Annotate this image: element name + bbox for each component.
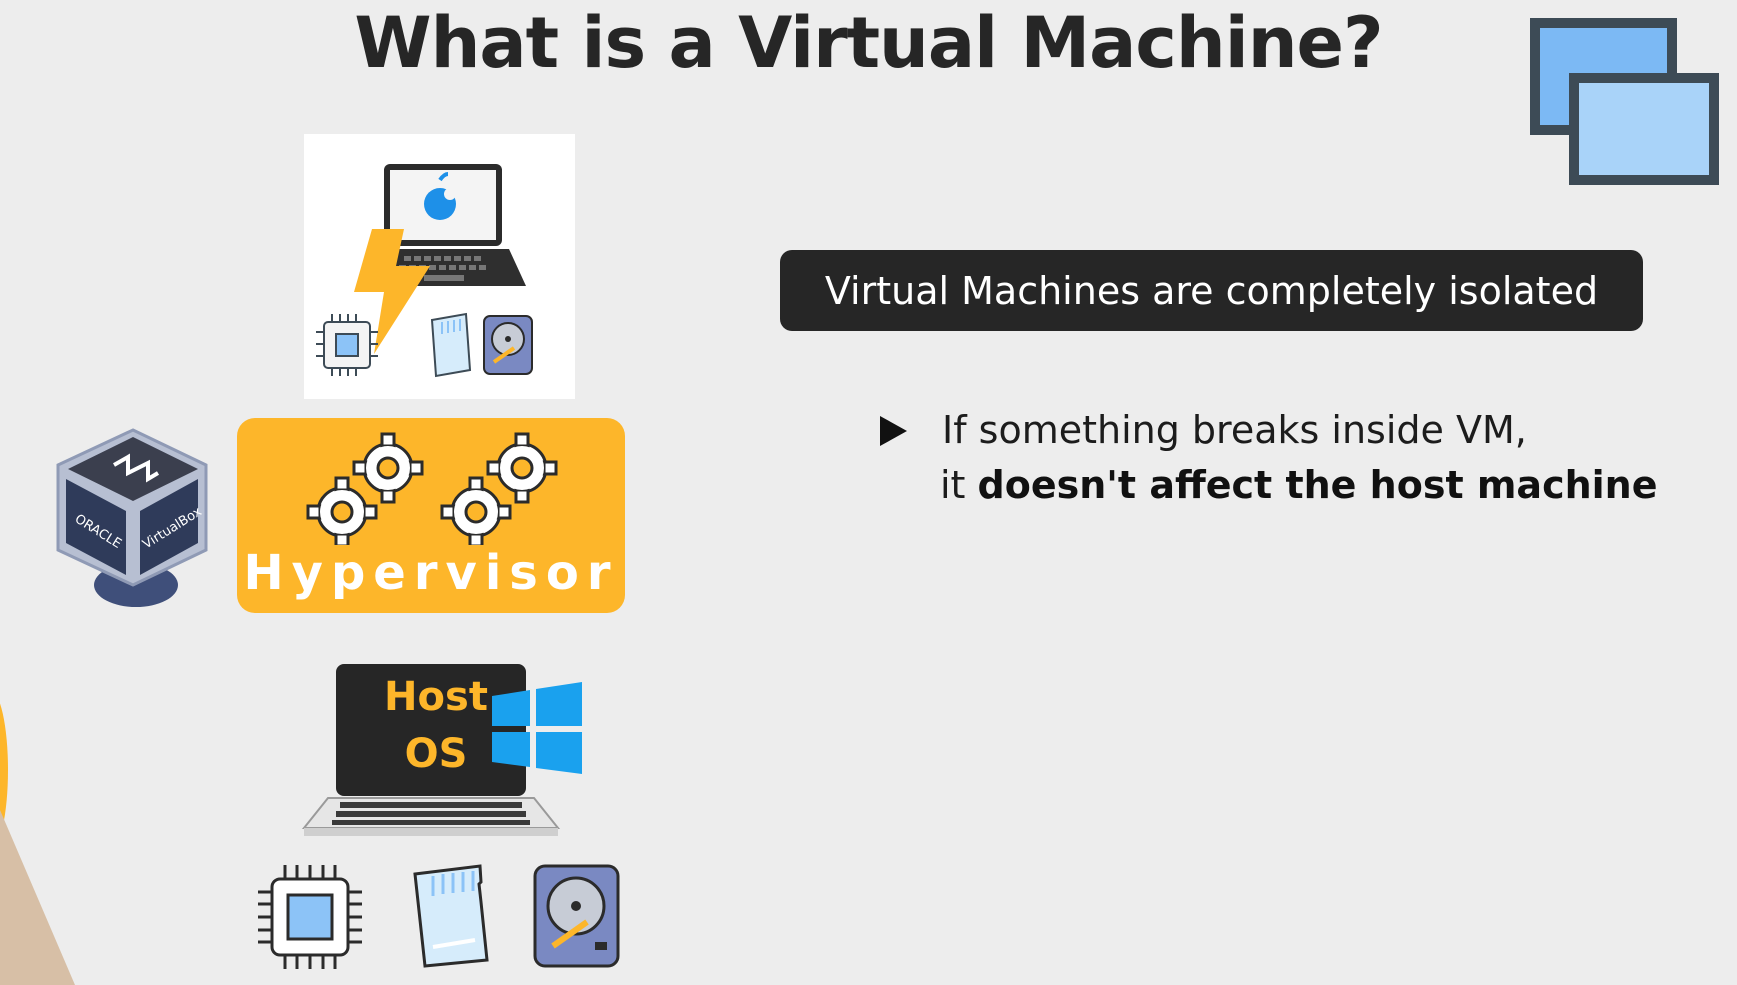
cpu-chip-icon	[316, 314, 378, 376]
hard-disk-icon	[483, 315, 533, 375]
slide-title: What is a Virtual Machine?	[354, 2, 1383, 84]
memory-card-icon	[413, 864, 489, 968]
memory-card-icon	[430, 312, 472, 378]
lightning-bolt-icon	[354, 229, 430, 354]
host-os-line2: OS	[404, 731, 468, 777]
bullet-line2-prefix: it	[940, 463, 978, 507]
host-os-line1: Host	[384, 674, 488, 720]
host-laptop-icon	[301, 664, 561, 836]
overlapping-windows-icon	[1530, 18, 1719, 185]
isolation-callout: Virtual Machines are completely isolated	[780, 250, 1643, 331]
hypervisor-label: Hypervisor	[243, 545, 619, 601]
windows-logo-icon	[492, 682, 582, 774]
virtualbox-logo-icon: ORACLE VirtualBox	[56, 428, 208, 607]
bullet-text-line2: it doesn't affect the host machine	[940, 463, 1658, 507]
host-hardware-icons	[258, 864, 620, 969]
vm-illustration	[316, 164, 533, 378]
gears-icon	[306, 432, 558, 545]
hypervisor-box	[237, 418, 625, 613]
cpu-chip-icon	[258, 865, 362, 969]
decorative-corner-shape	[0, 703, 75, 985]
bullet-text-line1: If something breaks inside VM,	[942, 408, 1527, 452]
bullet-line2-bold: doesn't affect the host machine	[977, 463, 1658, 507]
hard-disk-icon	[533, 864, 620, 968]
bullet-arrow-icon	[880, 416, 907, 446]
